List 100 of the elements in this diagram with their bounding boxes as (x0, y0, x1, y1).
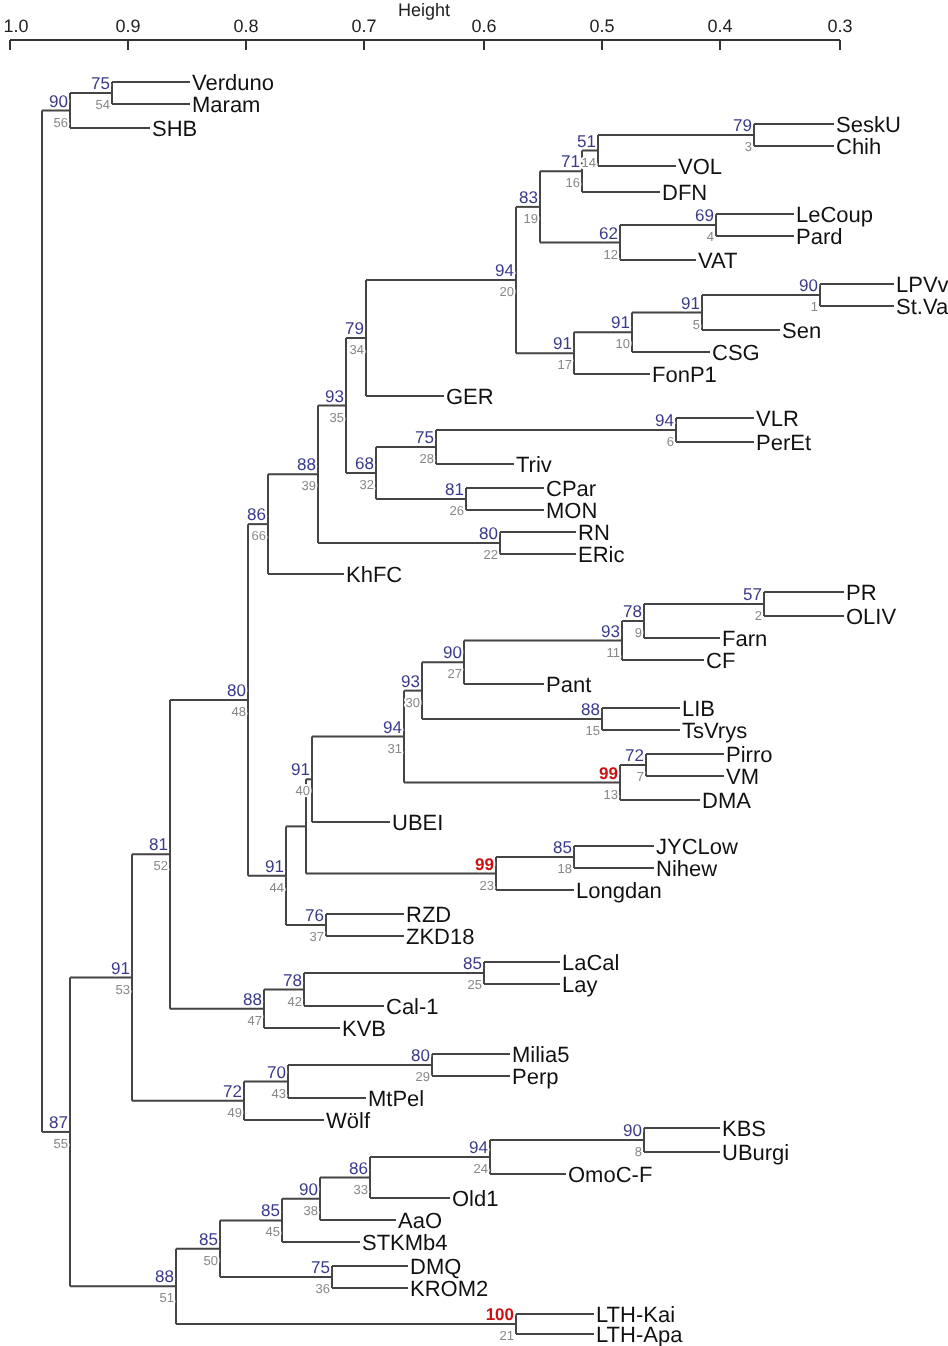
tree-node (485, 1304, 517, 1344)
support-value: 91 (553, 333, 572, 354)
branch-line (219, 1276, 333, 1278)
support-value: 85 (261, 1200, 280, 1221)
leaf-label: KhFC (346, 564, 403, 588)
leaf-label: Triv (516, 454, 552, 478)
branch-line (345, 472, 377, 474)
leaf-label: SeskU (836, 114, 901, 138)
tree-node (49, 90, 71, 131)
tick-label: 0.9 (115, 16, 141, 36)
support-value: 72 (625, 745, 644, 765)
branch-line (619, 259, 697, 261)
tree-node (553, 837, 575, 877)
branch-line (219, 1219, 283, 1222)
support-value: 91 (681, 292, 700, 313)
leaf-label: Longdan (576, 880, 662, 904)
support-value: 79 (733, 115, 752, 135)
tree-node (581, 699, 603, 739)
tree-node (155, 1247, 177, 1325)
branch-line (499, 531, 577, 533)
leaf-label: LTH-Kai (596, 1304, 676, 1328)
branch-line (41, 109, 71, 112)
leaf-label: KBS (722, 1118, 767, 1142)
support-value: 99 (475, 853, 494, 874)
branch-line (403, 781, 621, 784)
branch-line (365, 279, 517, 281)
leaf-label: VAT (698, 250, 738, 274)
tree-node (247, 473, 269, 575)
branch-line (715, 235, 795, 237)
branch-line (69, 976, 133, 979)
support-value: 99 (599, 762, 618, 783)
tree-node (49, 976, 71, 1288)
tree-node (401, 661, 423, 720)
support-value: 78 (623, 601, 642, 621)
leaf-label: Pard (796, 226, 843, 250)
branch-line (247, 523, 269, 526)
support-value: 90 (623, 1120, 642, 1140)
leaf-label: Nihew (656, 858, 718, 882)
branch-line (243, 1080, 289, 1083)
support-value: 88 (581, 699, 600, 719)
tree-node (91, 73, 113, 113)
leaf-label: Lay (562, 974, 598, 998)
tree-node (553, 331, 575, 375)
leaf-label: UBEI (392, 812, 444, 836)
support-value: 80 (479, 523, 498, 543)
branch-line (465, 487, 545, 489)
branch-line (303, 972, 485, 974)
support-value: 94 (655, 410, 674, 430)
tree-node (265, 825, 287, 926)
branch-line (581, 149, 599, 152)
leaf-label: DMA (702, 790, 751, 814)
support-value: 87 (49, 1111, 68, 1132)
tree-node (111, 853, 133, 1102)
support-value: 85 (463, 953, 482, 973)
support-value: 80 (227, 679, 246, 700)
support-value: 91 (111, 957, 130, 978)
leaf-label: Pant (546, 674, 592, 698)
branch-line (431, 1053, 511, 1055)
support-value: 93 (601, 620, 620, 641)
tree-node (479, 523, 501, 563)
support-value: 86 (247, 504, 266, 525)
branch-line (421, 718, 603, 720)
branch-line (247, 874, 287, 877)
tree-node (623, 601, 645, 641)
tree-node (355, 446, 377, 500)
leaf-label: ZKD18 (406, 926, 475, 950)
leaf-label: Pirro (726, 744, 773, 768)
tick-label: 1.0 (3, 16, 29, 36)
branch-line (435, 429, 677, 431)
tick-label: 0.3 (827, 16, 853, 36)
branch-line (131, 1099, 245, 1102)
branch-line (403, 689, 423, 692)
branch-line (499, 553, 577, 555)
tree-node (599, 762, 621, 803)
tree-node (291, 735, 313, 823)
support-value: 68 (355, 453, 374, 473)
branch-line (573, 845, 655, 847)
branch-line (763, 615, 845, 617)
support-value: 75 (311, 1257, 330, 1277)
branch-line (111, 103, 191, 105)
branch-line (319, 1219, 397, 1221)
leaf-label: VOL (678, 156, 723, 180)
branch-line (169, 1007, 265, 1010)
support-value: 90 (299, 1178, 318, 1199)
leaf-label: RN (578, 522, 610, 546)
leaf-label: UBurgi (722, 1142, 790, 1166)
tree-node (695, 205, 717, 245)
leaf-label: CSG (712, 342, 760, 366)
branch-line (69, 1285, 177, 1288)
support-value: 51 (577, 130, 596, 151)
tree-node (733, 115, 755, 155)
tree-node (463, 953, 485, 993)
support-value: 90 (799, 275, 818, 295)
branch-line (601, 729, 681, 731)
support-value: 85 (199, 1228, 218, 1249)
tree-node (495, 205, 517, 355)
branch-line (597, 134, 755, 136)
branch-line (573, 373, 651, 375)
branch-line (285, 825, 307, 828)
branch-line (305, 778, 313, 781)
